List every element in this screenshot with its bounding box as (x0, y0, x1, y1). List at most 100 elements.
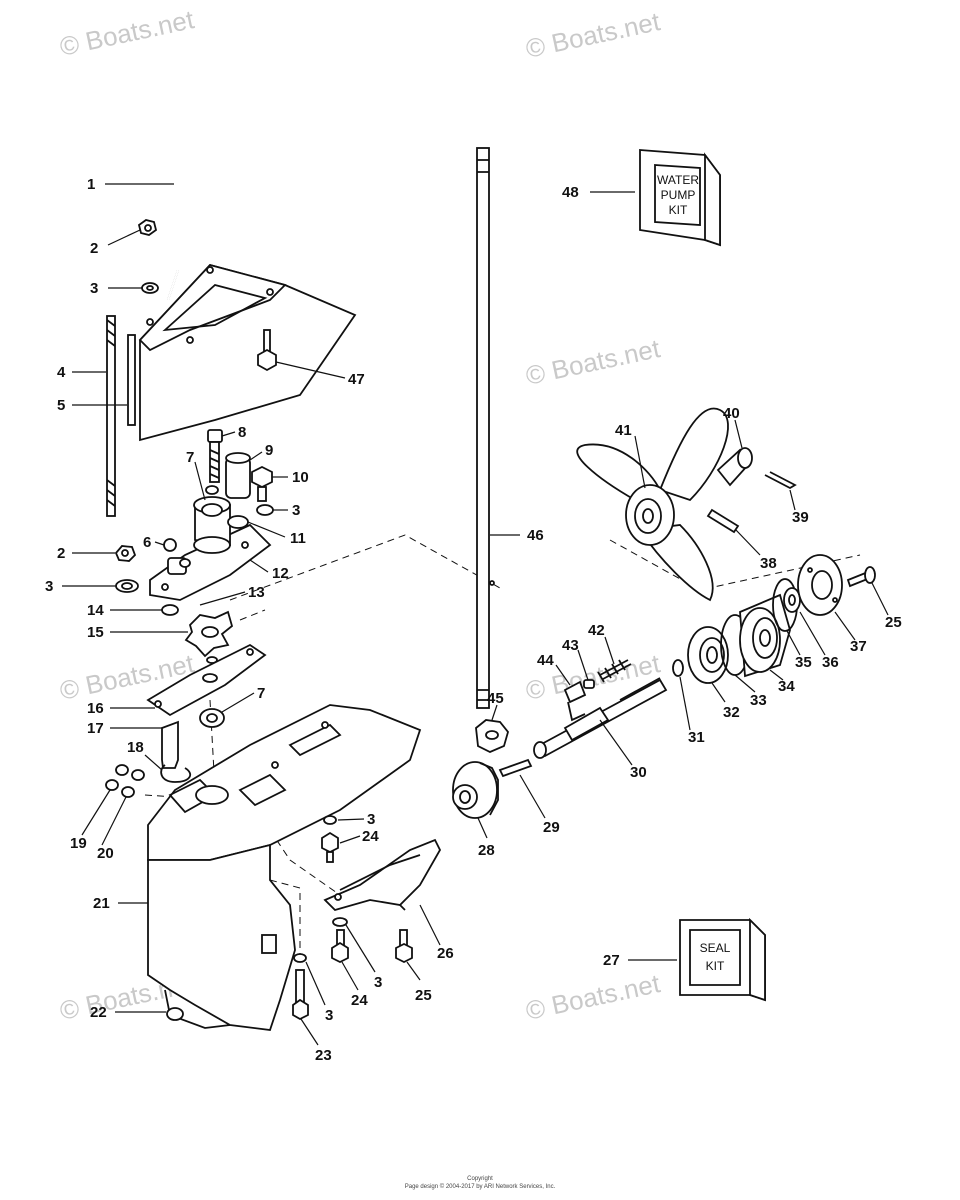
callout-46: 46 (527, 527, 544, 544)
callout-41: 41 (615, 422, 632, 439)
watermark: © Boats.net (523, 333, 663, 391)
callout-25: 25 (885, 614, 902, 631)
callout-34: 34 (778, 678, 795, 695)
callout-25: 25 (415, 987, 432, 1004)
footer: Copyright Page design © 2004-2017 by ARI… (405, 1176, 556, 1190)
kit-label-line: SEAL (700, 941, 731, 955)
callout-5: 5 (57, 397, 65, 414)
impeller (161, 604, 234, 664)
pin-29 (498, 758, 533, 778)
nut-and-washer-top (137, 219, 159, 294)
callout-39: 39 (792, 509, 809, 526)
pump-fasteners (205, 429, 274, 516)
callout-36: 36 (822, 654, 839, 671)
callout-2: 2 (90, 240, 98, 257)
callout-16: 16 (87, 700, 104, 717)
callout-40: 40 (723, 405, 740, 422)
skeg-fin (323, 838, 442, 912)
leader-lines (62, 183, 889, 1046)
screw-25-right (846, 566, 876, 588)
callout-15: 15 (87, 624, 104, 641)
callout-9: 9 (265, 442, 273, 459)
callout-7: 7 (257, 685, 265, 702)
gearcase-housing (147, 704, 422, 1031)
bearing-housing (739, 593, 791, 678)
callout-20: 20 (97, 845, 114, 862)
callout-21: 21 (93, 895, 110, 912)
retaining-ring (672, 659, 684, 677)
watermark: © Boats.net (57, 4, 197, 62)
callout-10: 10 (292, 469, 309, 486)
callout-7: 7 (186, 449, 194, 466)
pinion-gear (475, 719, 509, 753)
reverse-gear (687, 626, 729, 684)
clutch-dog-parts (563, 659, 632, 722)
callout-19: 19 (70, 835, 87, 852)
drive-shaft (476, 147, 495, 709)
callout-labels: 1 2 3 4 5 47 8 9 7 10 3 11 6 2 3 12 13 1… (45, 176, 902, 1064)
callout-42: 42 (588, 622, 605, 639)
callout-6: 6 (143, 534, 151, 551)
footer-copyright: Copyright (467, 1176, 493, 1182)
screw-24-lower (331, 917, 349, 964)
callout-26: 26 (437, 945, 454, 962)
kit-label-line: WATER (657, 173, 699, 187)
bolt-47 (257, 329, 277, 372)
studs (106, 315, 136, 517)
propeller (576, 407, 729, 602)
callout-31: 31 (688, 729, 705, 746)
impeller-plate (146, 643, 267, 717)
callout-24: 24 (351, 992, 368, 1009)
callout-33: 33 (750, 692, 767, 709)
forward-gear (452, 761, 499, 819)
callout-29: 29 (543, 819, 560, 836)
callout-14: 14 (87, 602, 104, 619)
kit-label-line: KIT (706, 959, 725, 973)
callout-8: 8 (238, 424, 246, 441)
callout-3: 3 (367, 811, 375, 828)
propeller-hub-parts (706, 447, 797, 534)
callout-18: 18 (127, 739, 144, 756)
kit-label-line: KIT (669, 203, 688, 217)
callout-11: 11 (290, 530, 306, 547)
callout-47: 47 (348, 371, 365, 388)
callout-13: 13 (248, 584, 265, 601)
nut-and-washer-left (114, 545, 139, 593)
callout-43: 43 (562, 637, 579, 654)
bearing-cover (797, 554, 843, 616)
callout-35: 35 (795, 654, 812, 671)
footer-page-design: Page design © 2004-2017 by ARI Network S… (405, 1183, 556, 1190)
screw-23 (292, 953, 309, 1021)
callout-2: 2 (57, 545, 65, 562)
seal-kit-box: SEAL KIT (679, 917, 766, 1002)
callout-3: 3 (325, 1007, 333, 1024)
callout-3: 3 (45, 578, 53, 595)
callout-17: 17 (87, 720, 104, 737)
callout-1: 1 (87, 176, 95, 193)
exhaust-housing (138, 263, 357, 442)
watermark: © Boats.net (523, 968, 663, 1026)
callout-12: 12 (272, 565, 289, 582)
callout-4: 4 (57, 364, 66, 381)
drain-plug (166, 1007, 184, 1021)
callout-37: 37 (850, 638, 867, 655)
callout-3: 3 (90, 280, 98, 297)
screw-25-lower (395, 929, 413, 964)
callout-3: 3 (374, 974, 382, 991)
callout-24: 24 (362, 828, 379, 845)
callout-38: 38 (760, 555, 777, 572)
propeller-shaft (533, 677, 668, 759)
callout-45: 45 (487, 690, 504, 707)
callout-22: 22 (90, 1004, 107, 1021)
callout-30: 30 (630, 764, 647, 781)
callout-3: 3 (292, 502, 300, 519)
callout-27: 27 (603, 952, 620, 969)
watermark: © Boats.net (523, 6, 663, 64)
callout-28: 28 (478, 842, 495, 859)
callout-23: 23 (315, 1047, 332, 1064)
callout-44: 44 (537, 652, 554, 669)
callout-48: 48 (562, 184, 579, 201)
seal-and-grommets (105, 708, 225, 798)
